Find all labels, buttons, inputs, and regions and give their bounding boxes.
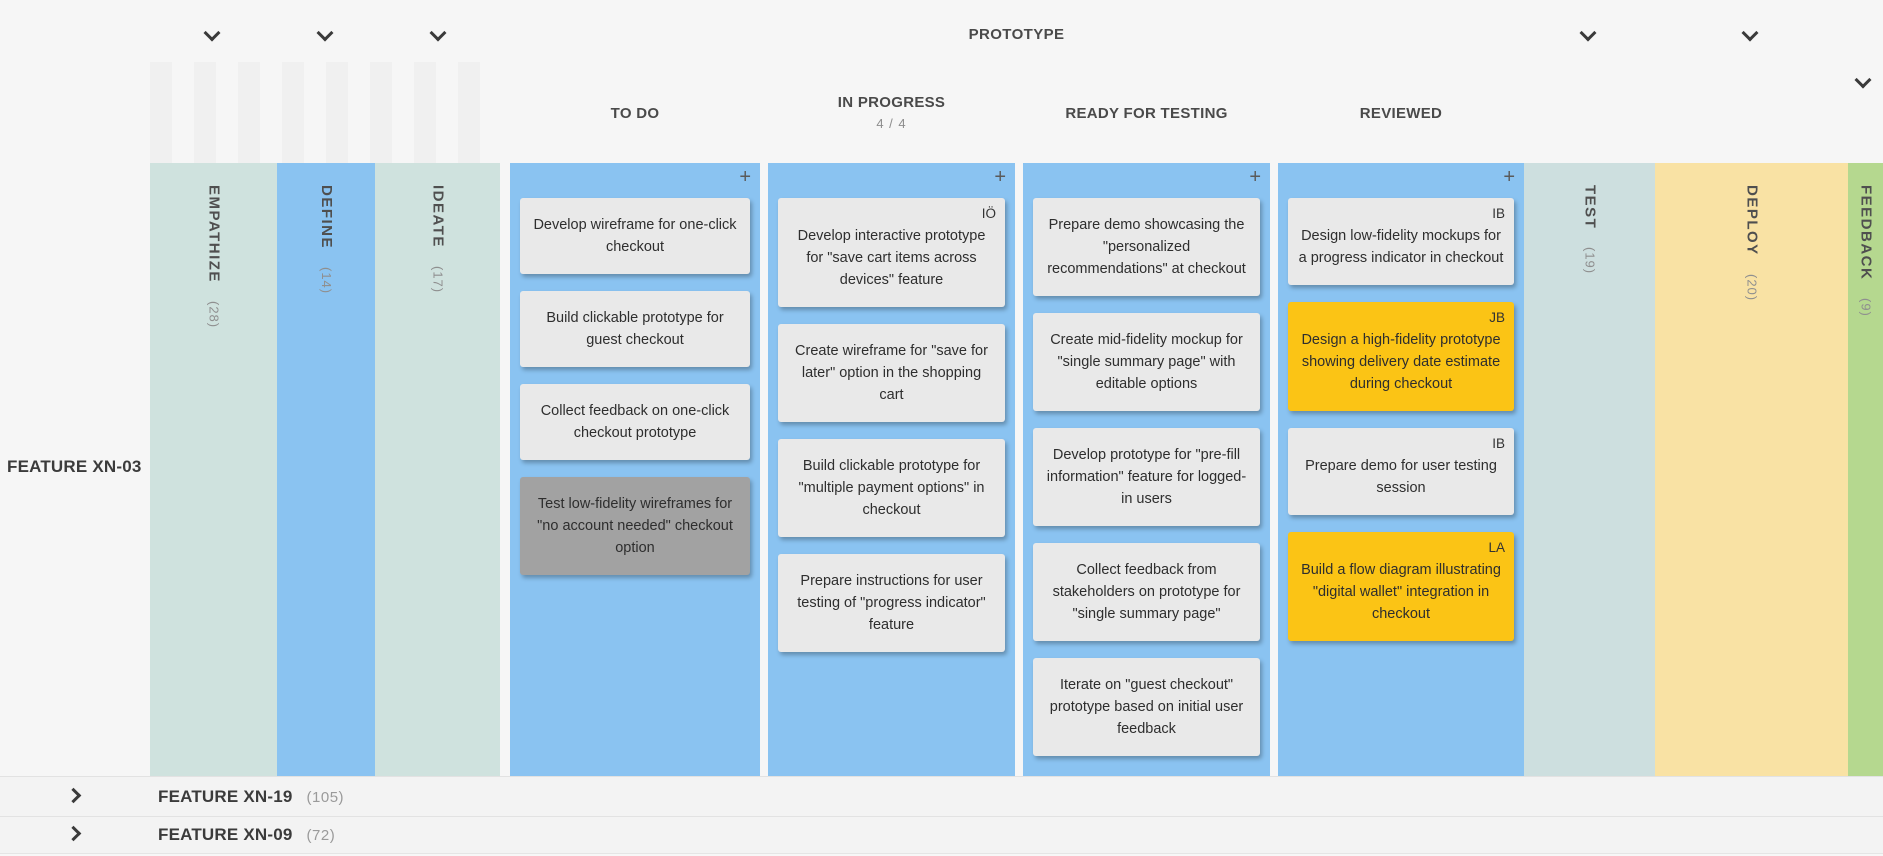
assignee-badge: IB	[1492, 206, 1505, 221]
column-header-todo: TO DO	[510, 105, 760, 122]
stage-lane-deploy[interactable]: DEPLOY(20)	[1655, 163, 1848, 776]
feature-row-label: FEATURE XN-19(105)	[158, 786, 345, 806]
wip-limit-indicator: 4 / 4	[876, 116, 907, 131]
column-toolbar: +	[1278, 163, 1524, 198]
kanban-card[interactable]: Develop wireframe for one-click checkout	[520, 198, 750, 274]
column-label: IN PROGRESS	[837, 94, 946, 111]
chevron-down-icon-deploy[interactable]	[1741, 24, 1759, 42]
kanban-card[interactable]: Test low-fidelity wireframes for "no acc…	[520, 477, 750, 575]
card-list: IB Design low-fidelity mockups for a pro…	[1278, 198, 1524, 641]
chevron-right-icon[interactable]	[65, 825, 82, 842]
stage-title-prototype: PROTOTYPE	[968, 26, 1065, 43]
assignee-badge: JB	[1489, 310, 1505, 325]
kanban-card[interactable]: IB Prepare demo for user testing session	[1288, 428, 1514, 515]
chevron-right-icon[interactable]	[65, 787, 82, 803]
stage-vertical-label: EMPATHIZE(28)	[205, 185, 223, 329]
card-text: Create wireframe for "save for later" op…	[795, 343, 988, 403]
card-text: Build clickable prototype for guest chec…	[546, 310, 724, 348]
column-in-progress: + IÖ Develop interactive prototype for "…	[768, 163, 1015, 776]
header-texture	[150, 62, 502, 163]
card-text: Build a flow diagram illustrating "digit…	[1301, 562, 1501, 622]
card-text: Iterate on "guest checkout" prototype ba…	[1049, 677, 1244, 737]
card-list: Develop wireframe for one-click checkout…	[510, 198, 760, 575]
card-text: Develop interactive prototype for "save …	[797, 228, 986, 288]
column-ready-for-testing: + Prepare demo showcasing the "personali…	[1023, 163, 1270, 776]
kanban-card[interactable]: IÖ Develop interactive prototype for "sa…	[778, 198, 1005, 307]
card-text: Prepare demo for user testing session	[1305, 458, 1497, 496]
stage-lane-define[interactable]: DEFINE(14)	[277, 163, 375, 776]
stage-lane-ideate[interactable]: IDEATE(17)	[375, 163, 500, 776]
card-text: Develop prototype for "pre-fill informat…	[1046, 447, 1247, 507]
stage-vertical-label: DEPLOY(20)	[1743, 185, 1761, 301]
add-card-icon[interactable]: +	[994, 166, 1006, 188]
kanban-card[interactable]: JB Design a high-fidelity prototype show…	[1288, 302, 1514, 411]
kanban-card[interactable]: Prepare demo showcasing the "personalize…	[1033, 198, 1260, 296]
card-list: IÖ Develop interactive prototype for "sa…	[768, 198, 1015, 652]
stage-lane-empathize[interactable]: EMPATHIZE(28)	[150, 163, 277, 776]
card-list: Prepare demo showcasing the "personalize…	[1023, 198, 1270, 756]
chevron-down-icon-ideate[interactable]	[429, 24, 447, 42]
kanban-card[interactable]: Build clickable prototype for guest chec…	[520, 291, 750, 367]
kanban-card[interactable]: LA Build a flow diagram illustrating "di…	[1288, 532, 1514, 641]
column-header-in-progress: IN PROGRESS 4 / 4	[768, 94, 1015, 131]
feature-row-xn-09[interactable]: FEATURE XN-09(72)	[0, 816, 1883, 853]
stage-lane-test[interactable]: TEST(19)	[1524, 163, 1655, 776]
stage-vertical-label: DEFINE(14)	[318, 185, 335, 295]
column-label: REVIEWED	[1359, 105, 1443, 122]
kanban-card[interactable]: Prepare instructions for user testing of…	[778, 554, 1005, 652]
feature-row-xn-19[interactable]: FEATURE XN-19(105)	[0, 776, 1883, 816]
column-toolbar: +	[1023, 163, 1270, 198]
card-text: Build clickable prototype for "multiple …	[798, 458, 985, 518]
stage-vertical-label: FEEDBACK(9)	[1857, 185, 1875, 318]
kanban-card[interactable]: Create wireframe for "save for later" op…	[778, 324, 1005, 422]
kanban-card[interactable]: Develop prototype for "pre-fill informat…	[1033, 428, 1260, 526]
feature-card-count: (72)	[306, 827, 336, 844]
card-text: Design a high-fidelity prototype showing…	[1301, 332, 1501, 392]
kanban-card[interactable]: Build clickable prototype for "multiple …	[778, 439, 1005, 537]
card-text: Design low-fidelity mockups for a progre…	[1298, 228, 1504, 266]
card-text: Create mid-fidelity mockup for "single s…	[1050, 332, 1243, 392]
feature-card-count: (105)	[306, 788, 345, 806]
stage-vertical-label: IDEATE(17)	[429, 185, 447, 294]
row-divider	[0, 853, 1883, 856]
card-text: Prepare instructions for user testing of…	[797, 573, 986, 633]
card-text: Prepare demo showcasing the "personalize…	[1047, 217, 1246, 277]
column-header-reviewed: REVIEWED	[1278, 105, 1524, 122]
chevron-down-icon-empathize[interactable]	[203, 24, 221, 42]
card-text: Collect feedback on one-click checkout p…	[540, 403, 730, 441]
column-reviewed: + IB Design low-fidelity mockups for a p…	[1278, 163, 1524, 776]
chevron-down-icon-test[interactable]	[1579, 24, 1597, 42]
chevron-down-icon-feedback[interactable]	[1854, 71, 1872, 89]
stage-vertical-label: TEST(19)	[1581, 185, 1599, 275]
kanban-card[interactable]: Create mid-fidelity mockup for "single s…	[1033, 313, 1260, 411]
column-todo: + Develop wireframe for one-click checko…	[510, 163, 760, 776]
add-card-icon[interactable]: +	[1503, 166, 1515, 188]
kanban-card[interactable]: Iterate on "guest checkout" prototype ba…	[1033, 658, 1260, 756]
add-card-icon[interactable]: +	[1249, 166, 1261, 188]
kanban-card[interactable]: Collect feedback on one-click checkout p…	[520, 384, 750, 460]
card-text: Collect feedback from stakeholders on pr…	[1052, 562, 1241, 622]
feature-row-label-xn-03: FEATURE XN-03	[7, 457, 142, 476]
add-card-icon[interactable]: +	[739, 166, 751, 188]
column-header-ready-for-testing: READY FOR TESTING	[1023, 105, 1270, 122]
stage-lane-feedback[interactable]: FEEDBACK(9)	[1848, 163, 1883, 776]
column-toolbar: +	[768, 163, 1015, 198]
column-label: TO DO	[610, 105, 660, 122]
column-toolbar: +	[510, 163, 760, 198]
kanban-card[interactable]: Collect feedback from stakeholders on pr…	[1033, 543, 1260, 641]
assignee-badge: LA	[1488, 540, 1505, 555]
feature-row-label: FEATURE XN-09(72)	[158, 825, 336, 844]
assignee-badge: IÖ	[981, 206, 996, 221]
kanban-card[interactable]: IB Design low-fidelity mockups for a pro…	[1288, 198, 1514, 285]
chevron-down-icon-define[interactable]	[316, 24, 334, 42]
assignee-badge: IB	[1492, 436, 1505, 451]
column-label: READY FOR TESTING	[1065, 105, 1228, 122]
card-text: Develop wireframe for one-click checkout	[533, 217, 737, 255]
card-text: Test low-fidelity wireframes for "no acc…	[537, 496, 733, 556]
